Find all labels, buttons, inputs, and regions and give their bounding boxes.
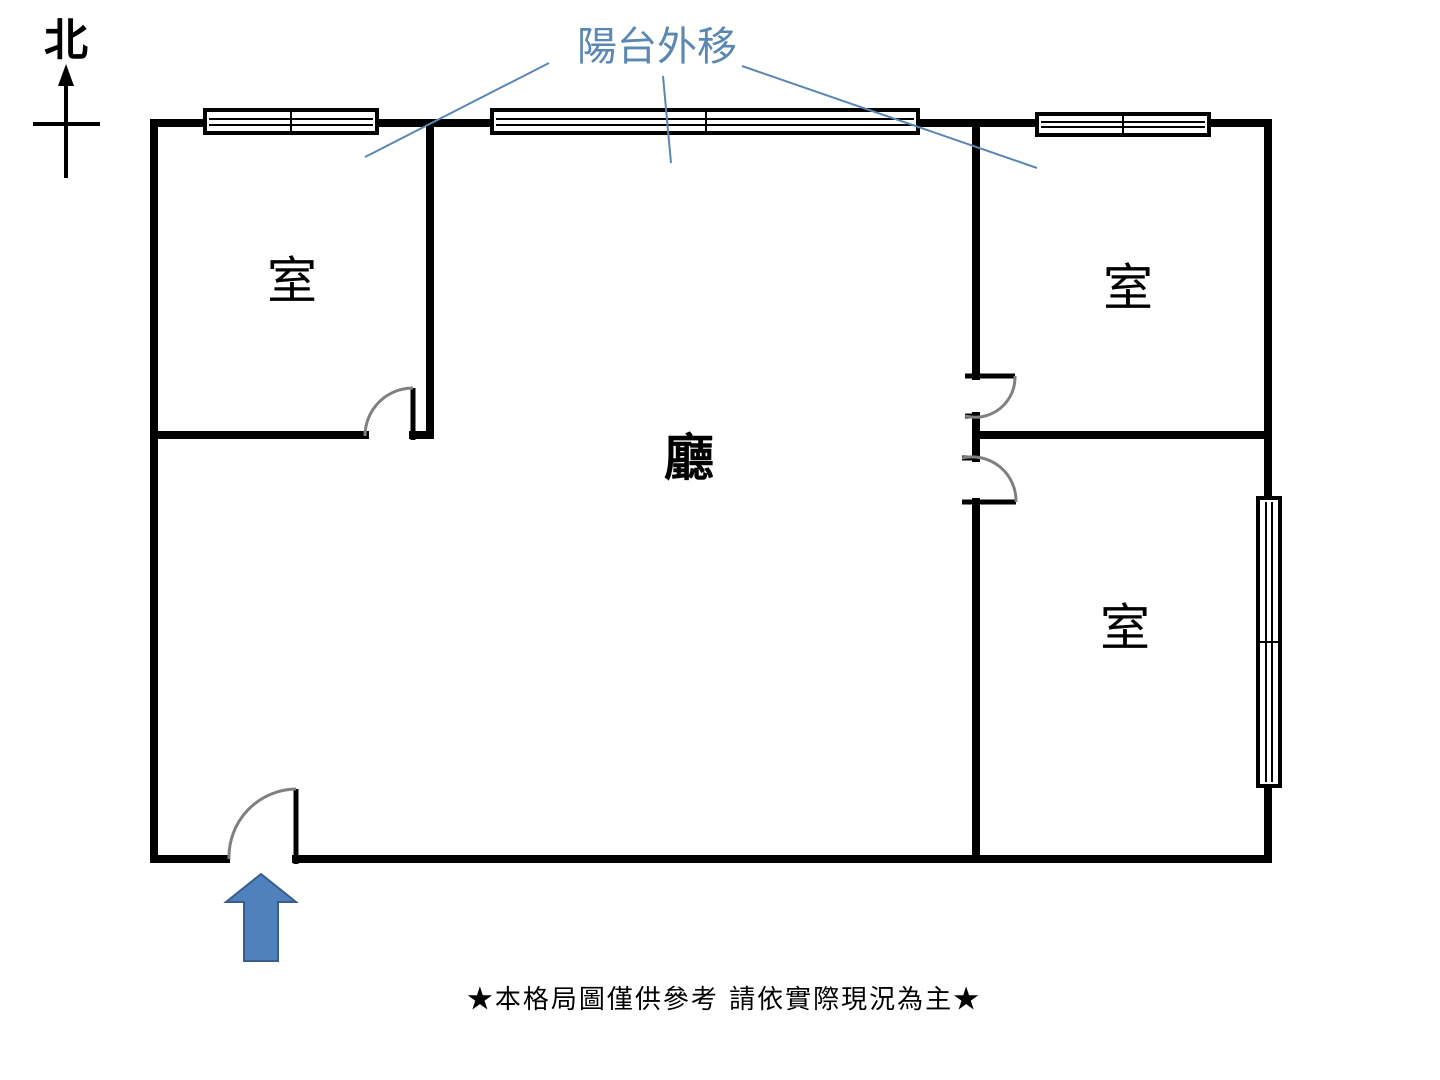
north-indicator: 北	[33, 15, 100, 178]
north-label: 北	[44, 15, 88, 66]
door-jambs	[293, 373, 1016, 864]
windows	[203, 108, 1282, 788]
north-arrow-icon	[33, 64, 100, 178]
door-nw-bedroom	[363, 386, 414, 437]
door-entrance	[227, 787, 297, 860]
walls	[150, 119, 1272, 863]
disclaimer-text: ★本格局圖僅供參考 請依實際現況為主★	[467, 985, 981, 1015]
door-arcs	[227, 375, 1018, 860]
annotation-leaders	[364, 62, 1038, 169]
window-ne	[1035, 112, 1211, 137]
door-e-bedroom	[961, 455, 1018, 503]
door-ne-bedroom	[964, 375, 1017, 419]
room-label-ne-bedroom: 室	[1103, 259, 1153, 317]
room-label-living: 廳	[664, 428, 714, 487]
room-label-e-bedroom: 室	[1100, 599, 1150, 657]
entrance-arrow-icon	[223, 872, 299, 962]
balcony-note: 陽台外移	[577, 24, 737, 70]
window-north-living	[490, 108, 920, 135]
room-label-nw-bedroom: 室	[267, 252, 317, 310]
window-nw	[203, 108, 379, 135]
window-east	[1256, 496, 1282, 788]
